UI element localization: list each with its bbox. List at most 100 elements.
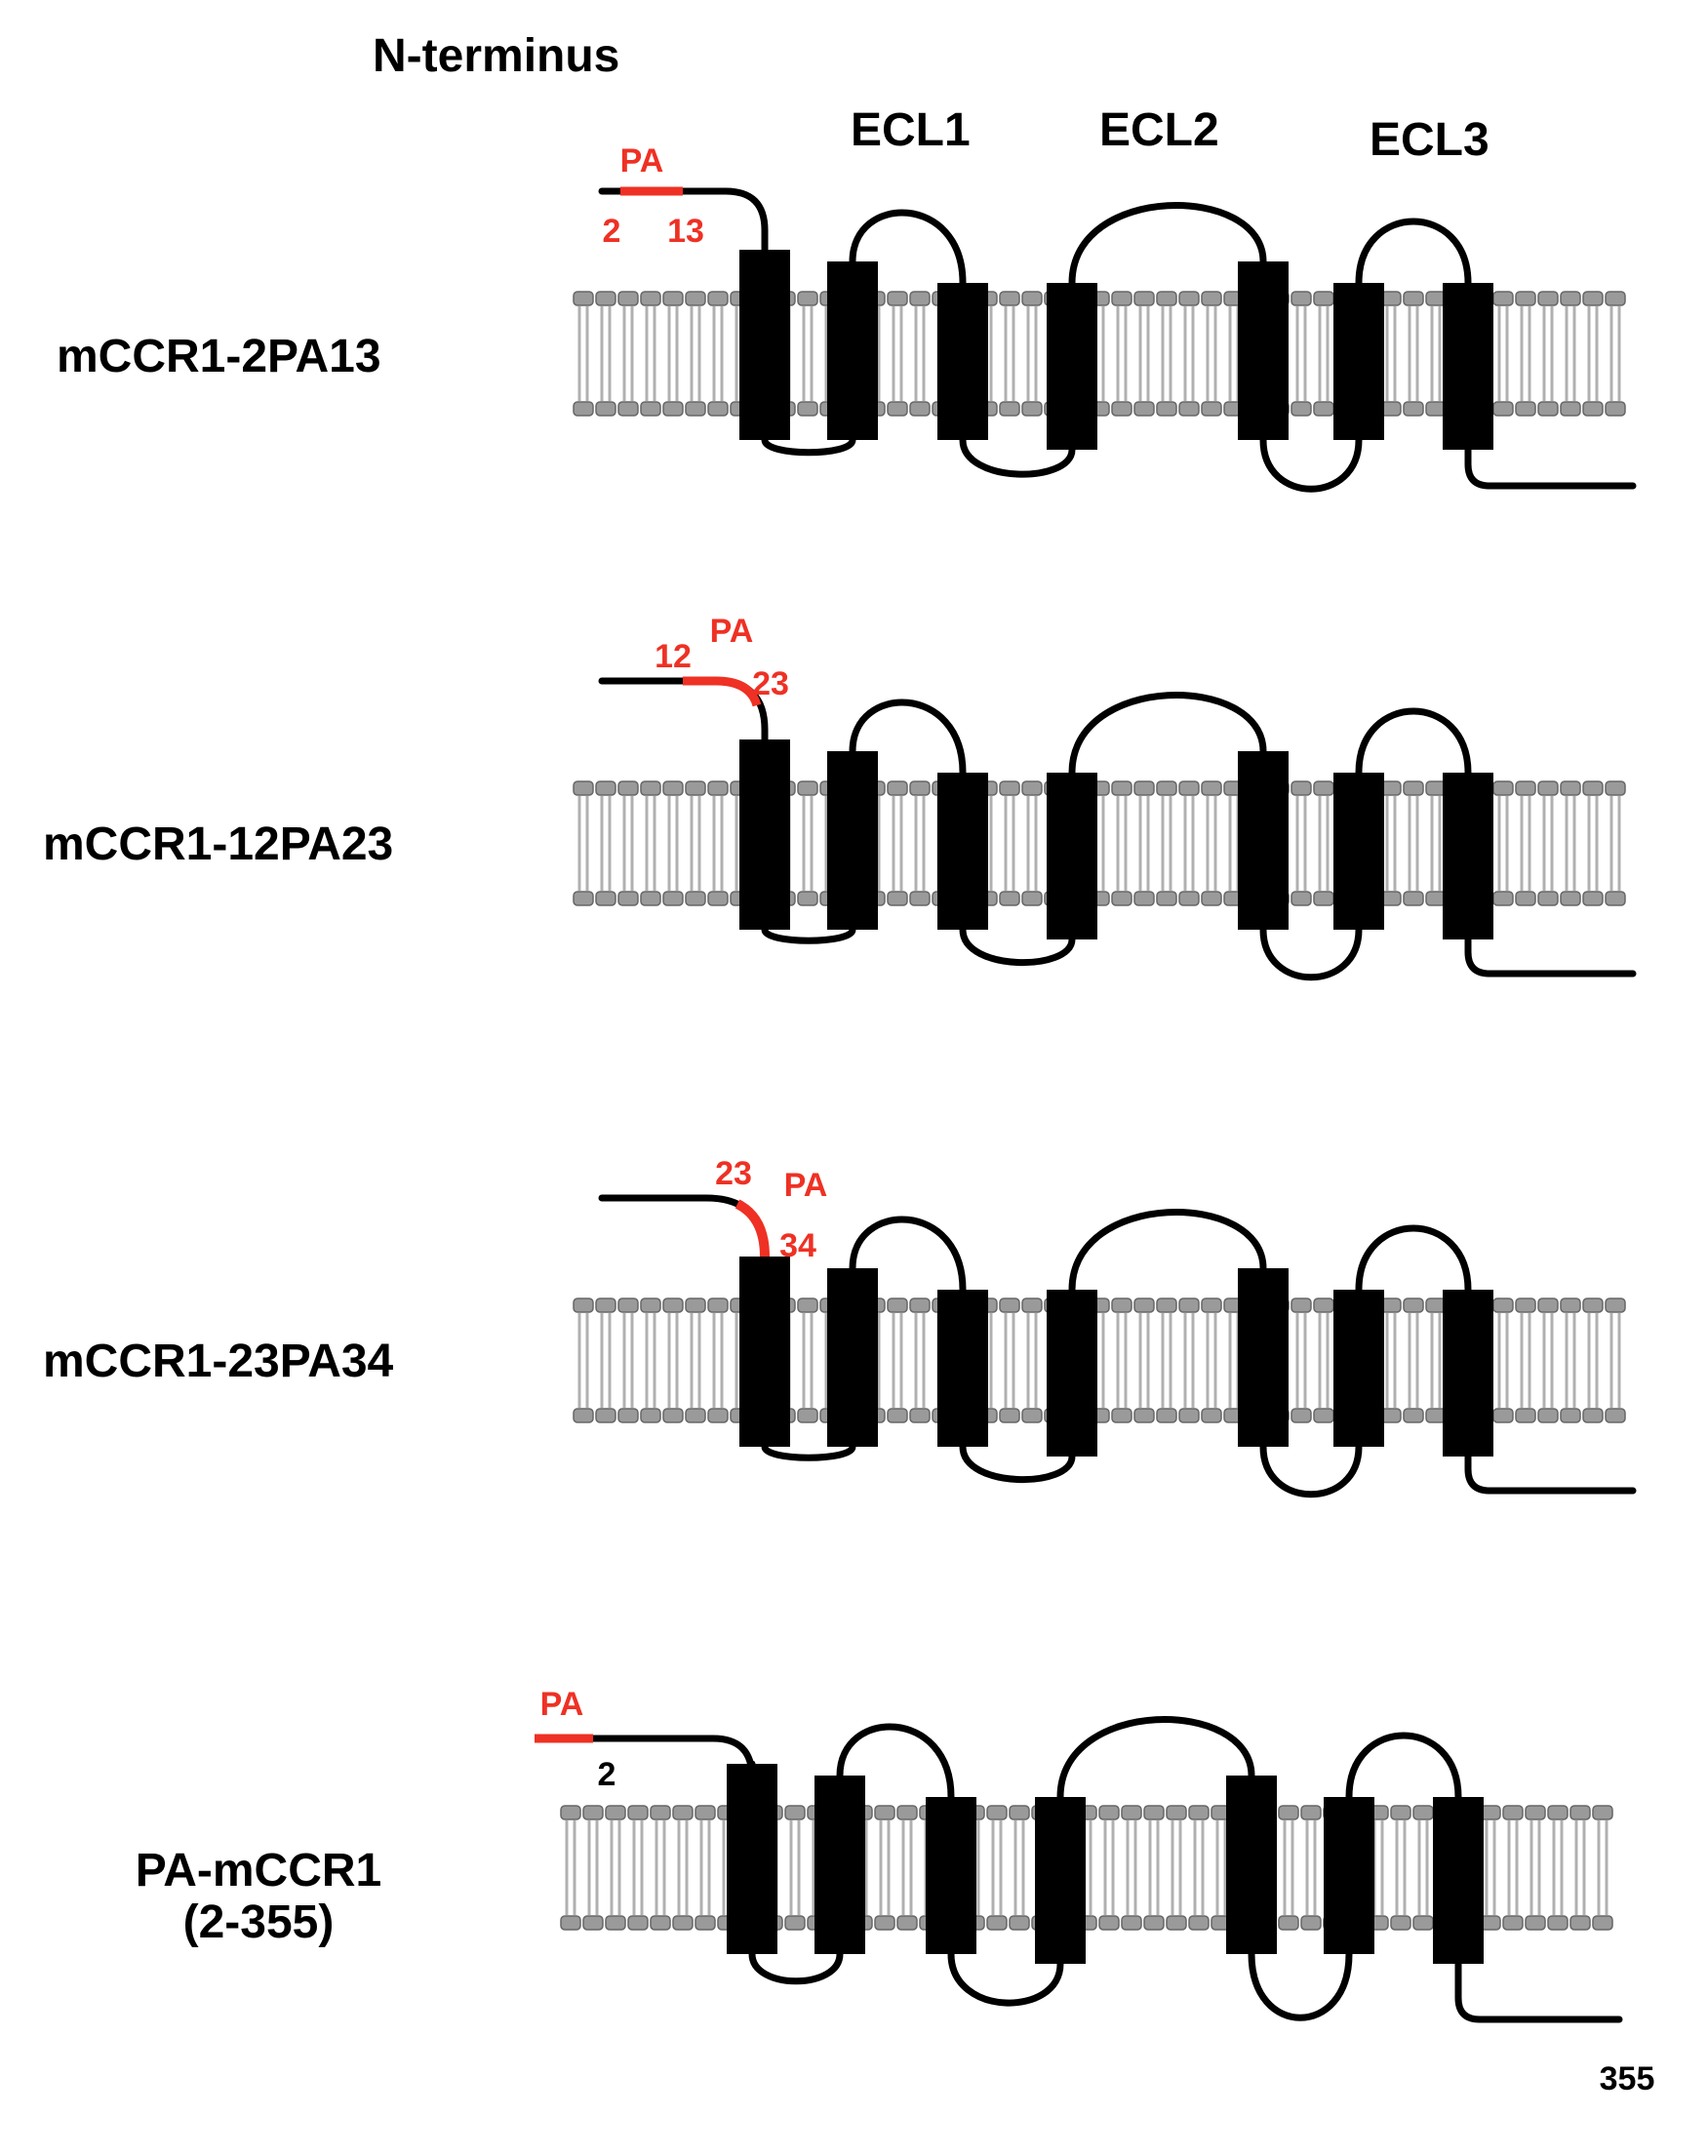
pa-tag-label: PA (784, 1167, 828, 1204)
extracellular-loop (1068, 1209, 1267, 1294)
construct-name-line2: (2-355) (182, 1896, 335, 1948)
extracellular-loop (1355, 218, 1472, 287)
lipid-head (1098, 1805, 1120, 1820)
lipid-head (1009, 1915, 1030, 1931)
lipid-head (1201, 1298, 1222, 1313)
lipid-head (1560, 780, 1581, 796)
lipid-head (1537, 891, 1559, 906)
transmembrane-helix (1047, 773, 1097, 939)
ecl1-label: ECL1 (851, 104, 971, 156)
transmembrane-helix (1333, 773, 1384, 930)
tag-start-residue: 12 (655, 638, 692, 675)
lipid-head (707, 891, 729, 906)
lipid-head (1492, 780, 1514, 796)
lipid-head (695, 1915, 716, 1931)
lipid-head (1582, 891, 1604, 906)
transmembrane-helix (1324, 1797, 1374, 1954)
lipid-head (640, 401, 661, 417)
lipid-head (560, 1805, 581, 1820)
lipid-head (650, 1915, 671, 1931)
lipid-head (909, 1298, 931, 1313)
lipid-head (685, 1298, 706, 1313)
extracellular-loop (1355, 1224, 1472, 1294)
lipid-head (874, 1805, 895, 1820)
lipid-head (1313, 401, 1334, 417)
lipid-head (573, 401, 594, 417)
lipid-head (640, 1408, 661, 1423)
c-terminal-tail (1464, 446, 1637, 490)
lipid-head (1178, 291, 1200, 306)
transmembrane-helix (727, 1764, 777, 1954)
lipid-head (685, 1408, 706, 1423)
lipid-head (1515, 1408, 1536, 1423)
lipid-head (1178, 780, 1200, 796)
lipid-head (797, 891, 818, 906)
tag-end-residue: 23 (752, 665, 789, 702)
lipid-head (1569, 1805, 1591, 1820)
transmembrane-helix (827, 1268, 878, 1447)
extracellular-loop (849, 699, 967, 777)
lipid-head (1390, 1915, 1411, 1931)
transmembrane-helix (937, 283, 988, 440)
lipid-head (707, 1408, 729, 1423)
tag-start-residue: 2 (603, 213, 621, 250)
lipid-head (627, 1915, 649, 1931)
lipid-head (797, 291, 818, 306)
transmembrane-helix (1443, 773, 1493, 939)
lipid-head (1582, 1408, 1604, 1423)
lipid-head (1009, 1805, 1030, 1820)
lipid-head (685, 780, 706, 796)
lipid-head (605, 1915, 626, 1931)
lipid-head (640, 891, 661, 906)
lipid-head (1560, 891, 1581, 906)
transmembrane-helix (1047, 283, 1097, 450)
lipid-head (1201, 1408, 1222, 1423)
lipid-head (999, 891, 1020, 906)
lipid-head (672, 1915, 694, 1931)
lipid-head (1201, 891, 1222, 906)
lipid-head (595, 780, 616, 796)
lipid-head (909, 401, 931, 417)
lipid-head (662, 780, 684, 796)
lipid-head (605, 1805, 626, 1820)
n-terminal-tail (598, 187, 769, 254)
c-terminal-residue: 355 (1600, 2060, 1655, 2097)
transmembrane-helix (827, 261, 878, 440)
lipid-head (560, 1915, 581, 1931)
transmembrane-helix (926, 1797, 976, 1954)
extracellular-loop (849, 1216, 967, 1294)
lipid-head (1492, 891, 1514, 906)
n-terminal-residue: 2 (598, 1756, 616, 1793)
lipid-head (1390, 1805, 1411, 1820)
lipid-head (1291, 891, 1312, 906)
lipid-head (1502, 1915, 1524, 1931)
lipid-head (1278, 1915, 1299, 1931)
panel-mccr1-12pa23: 12PA23 (573, 613, 1637, 981)
n-terminus-label: N-terminus (373, 30, 620, 82)
lipid-head (1188, 1915, 1210, 1931)
lipid-head (1492, 401, 1514, 417)
lipid-head (1021, 1298, 1043, 1313)
lipid-head (1605, 401, 1626, 417)
intracellular-loop (1259, 926, 1363, 981)
lipid-head (1515, 1298, 1536, 1313)
lipid-head (573, 780, 594, 796)
lipid-head (617, 1408, 639, 1423)
lipid-head (1156, 1298, 1177, 1313)
lipid-head (1178, 1408, 1200, 1423)
extracellular-loop (849, 209, 967, 287)
lipid-head (582, 1915, 604, 1931)
lipid-head (1291, 1408, 1312, 1423)
tag-end-residue: 34 (779, 1227, 816, 1264)
intracellular-loop (1248, 1950, 1353, 2021)
lipid-head (1111, 1408, 1132, 1423)
lipid-head (784, 1915, 806, 1931)
lipid-head (685, 291, 706, 306)
lipid-head (1111, 780, 1132, 796)
lipid-head (1111, 291, 1132, 306)
lipid-head (1121, 1915, 1142, 1931)
c-terminal-tail (1464, 936, 1637, 978)
lipid-head (595, 401, 616, 417)
lipid-head (1515, 780, 1536, 796)
